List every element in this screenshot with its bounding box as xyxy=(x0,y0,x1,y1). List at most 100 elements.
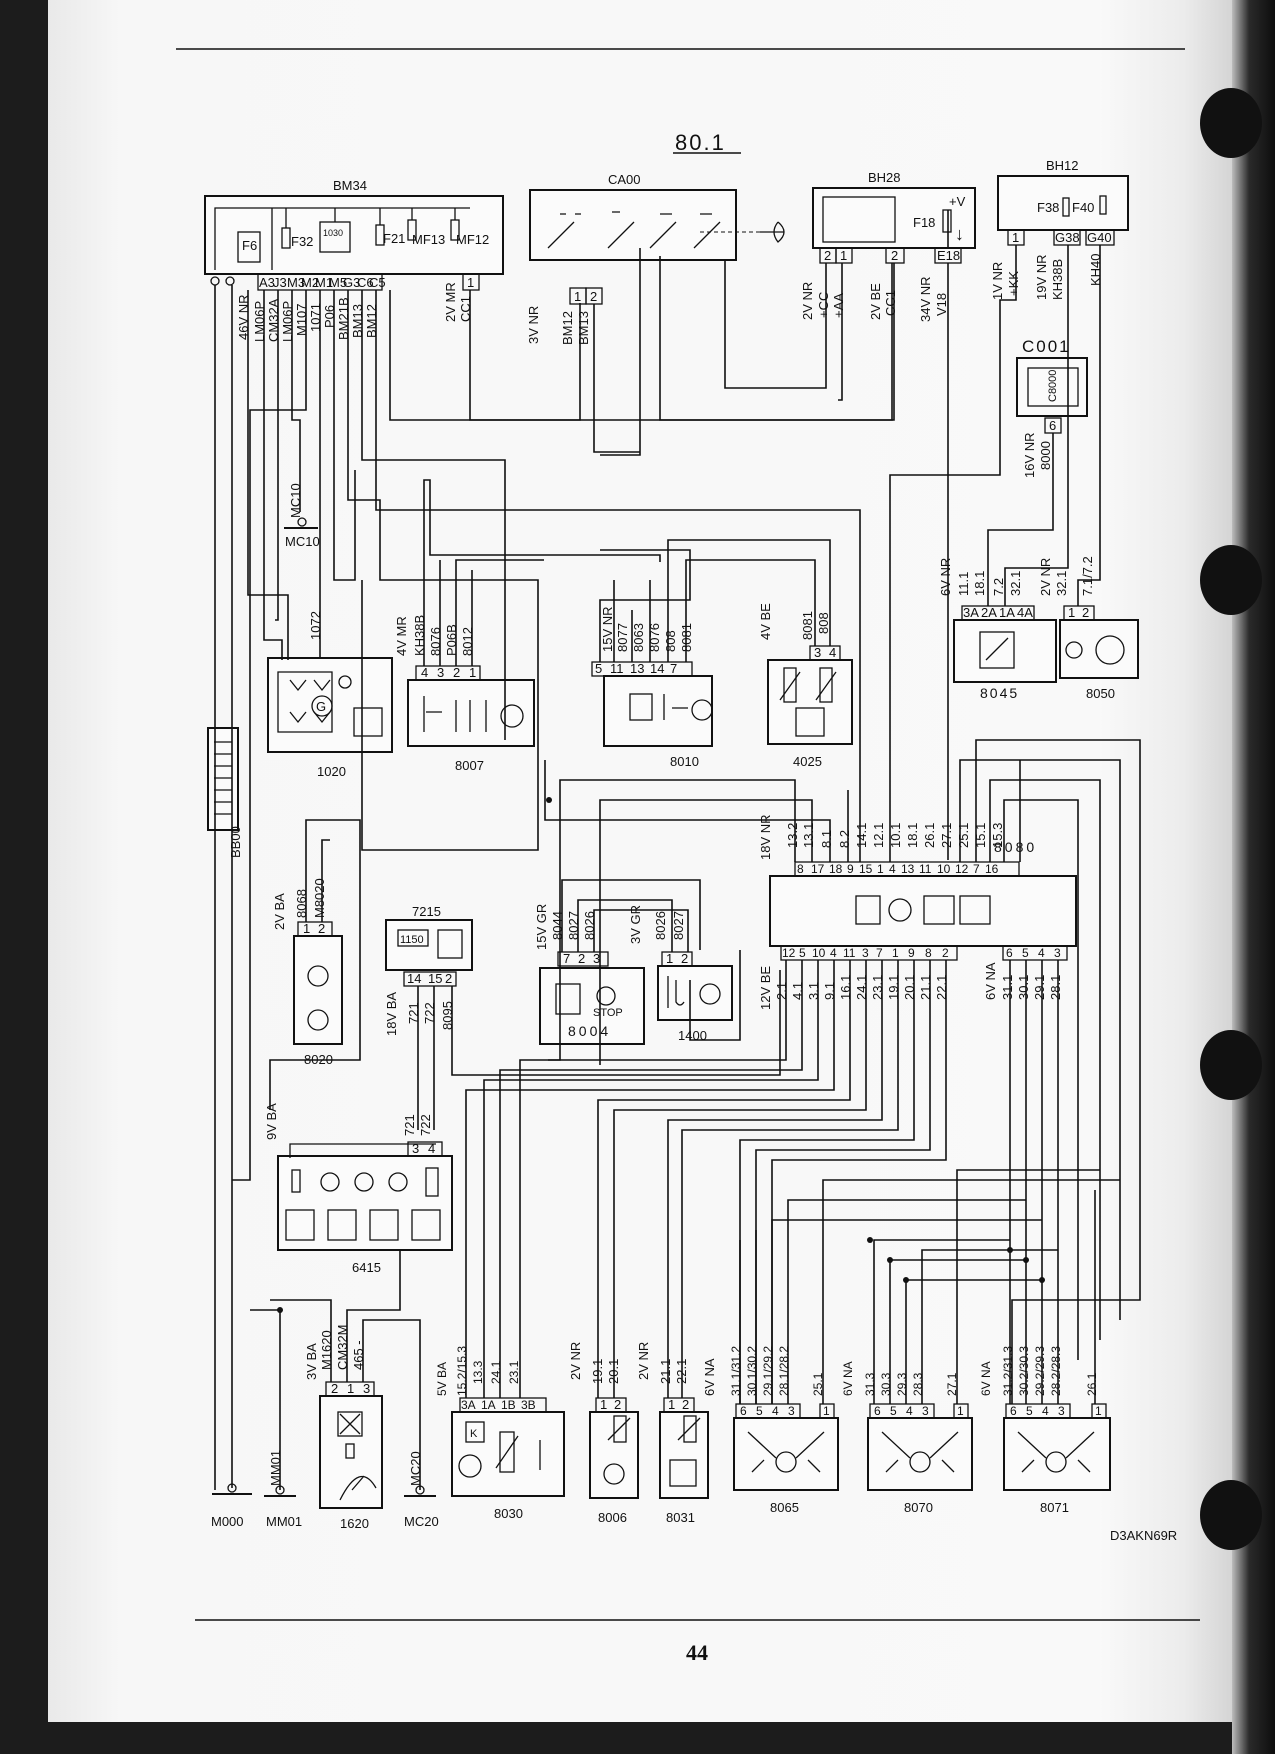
svg-text:29.1/29.2: 29.1/29.2 xyxy=(761,1346,775,1396)
svg-text:8063: 8063 xyxy=(631,623,646,652)
svg-text:6V NR: 6V NR xyxy=(938,558,953,596)
svg-text:1: 1 xyxy=(668,1397,675,1412)
svg-text:30.1: 30.1 xyxy=(1016,975,1031,1000)
svg-text:721: 721 xyxy=(402,1114,417,1136)
svg-text:13.3: 13.3 xyxy=(471,1360,485,1384)
svg-text:8070: 8070 xyxy=(904,1500,933,1515)
svg-text:18.1: 18.1 xyxy=(905,823,920,848)
svg-text:30.3: 30.3 xyxy=(879,1372,893,1396)
svg-text:11.1: 11.1 xyxy=(956,572,971,596)
svg-text:34V NR: 34V NR xyxy=(918,276,933,322)
svg-text:2: 2 xyxy=(681,951,688,966)
ground-mc20: MC20 MC20 xyxy=(404,1451,439,1529)
svg-text:F6: F6 xyxy=(242,238,257,253)
svg-text:6V NA: 6V NA xyxy=(979,1361,993,1396)
svg-text:2V BE: 2V BE xyxy=(868,283,883,320)
svg-text:CC1: CC1 xyxy=(883,290,898,316)
svg-text:MC10: MC10 xyxy=(285,534,320,549)
svg-text:1A: 1A xyxy=(999,605,1015,620)
svg-text:MF12: MF12 xyxy=(456,232,489,247)
svg-text:+AA: +AA xyxy=(831,293,846,318)
svg-text:24.1: 24.1 xyxy=(489,1360,503,1384)
svg-text:4: 4 xyxy=(829,645,836,660)
svg-text:G3: G3 xyxy=(343,275,360,290)
svg-text:8: 8 xyxy=(925,946,932,960)
svg-text:6V NA: 6V NA xyxy=(983,962,998,1000)
svg-text:4: 4 xyxy=(830,946,837,960)
svg-text:1: 1 xyxy=(823,1404,830,1418)
svg-text:2V BA: 2V BA xyxy=(272,893,287,930)
svg-text:+V: +V xyxy=(949,194,966,209)
svg-text:16: 16 xyxy=(985,862,999,876)
svg-text:2: 2 xyxy=(578,951,585,966)
svg-text:2: 2 xyxy=(1082,605,1089,620)
svg-text:25.1: 25.1 xyxy=(956,823,971,848)
svg-text:8031: 8031 xyxy=(666,1510,695,1525)
svg-text:722: 722 xyxy=(418,1114,433,1136)
svg-text:13: 13 xyxy=(901,862,915,876)
svg-text:1B: 1B xyxy=(501,1398,516,1412)
svg-text:1: 1 xyxy=(467,275,474,290)
svg-text:↓: ↓ xyxy=(955,224,964,244)
punch-hole xyxy=(1200,1480,1262,1550)
svg-text:6V NA: 6V NA xyxy=(702,1358,717,1396)
svg-text:2V NR: 2V NR xyxy=(568,1342,583,1380)
svg-text:2: 2 xyxy=(824,248,831,263)
svg-text:29.1: 29.1 xyxy=(1032,975,1047,1000)
svg-text:2: 2 xyxy=(331,1381,338,1396)
svg-text:19V NR: 19V NR xyxy=(1034,254,1049,300)
svg-text:V18: V18 xyxy=(934,293,949,316)
svg-text:8: 8 xyxy=(797,862,804,876)
svg-text:18V BA: 18V BA xyxy=(384,992,399,1036)
svg-text:808: 808 xyxy=(663,630,678,652)
junction-dots xyxy=(277,797,1045,1313)
component-8020: 1 2 2V BA 8068 M8020 8020 xyxy=(272,878,343,1067)
figure-reference: D3AKN69R xyxy=(1110,1528,1177,1543)
bm34-fusebox: BM34 F6 F32 1030 F21 MF13 MF12 A3 J3 M3 … xyxy=(204,178,504,291)
svg-text:26.1: 26.1 xyxy=(1085,1372,1099,1396)
svg-text:1020: 1020 xyxy=(317,764,346,779)
svg-text:M1: M1 xyxy=(315,275,333,290)
svg-text:G40: G40 xyxy=(1087,230,1112,245)
svg-text:8027: 8027 xyxy=(671,911,686,940)
svg-text:MM01: MM01 xyxy=(266,1514,302,1529)
svg-text:8077: 8077 xyxy=(615,623,630,652)
svg-text:3: 3 xyxy=(922,1404,929,1418)
svg-text:3: 3 xyxy=(412,1141,419,1156)
svg-text:G38: G38 xyxy=(1055,230,1080,245)
svg-text:15V NR: 15V NR xyxy=(600,606,615,652)
svg-text:28.1: 28.1 xyxy=(1048,975,1063,1000)
svg-text:5V BA: 5V BA xyxy=(435,1362,449,1396)
svg-text:32.1: 32.1 xyxy=(1008,571,1023,596)
svg-text:3: 3 xyxy=(862,946,869,960)
punch-hole xyxy=(1200,1030,1262,1100)
svg-text:1: 1 xyxy=(840,248,847,263)
svg-text:2V NR: 2V NR xyxy=(800,282,815,320)
svg-text:9V BA: 9V BA xyxy=(264,1103,279,1140)
svg-text:808: 808 xyxy=(816,612,831,634)
component-8031: 1 2 2V NR 21.1 22.1 6V NA 8031 xyxy=(636,1342,717,1525)
svg-text:13.1: 13.1 xyxy=(801,823,816,848)
svg-text:13.2: 13.2 xyxy=(785,823,800,848)
svg-text:28.1/28.2: 28.1/28.2 xyxy=(777,1346,791,1396)
svg-text:15: 15 xyxy=(859,862,873,876)
component-8007: 4 3 2 1 4V MR KH38B 8076 P06B 8012 8007 xyxy=(394,615,535,773)
svg-text:10: 10 xyxy=(812,946,826,960)
svg-text:12V BE: 12V BE xyxy=(758,966,773,1010)
svg-text:2: 2 xyxy=(590,289,597,304)
svg-text:12: 12 xyxy=(955,862,969,876)
svg-text:11: 11 xyxy=(843,946,856,960)
svg-text:15: 15 xyxy=(428,971,442,986)
svg-text:1: 1 xyxy=(1095,1404,1102,1418)
svg-text:BM13: BM13 xyxy=(576,311,591,345)
svg-text:3V NR: 3V NR xyxy=(526,306,541,344)
svg-text:8026: 8026 xyxy=(653,911,668,940)
svg-text:3: 3 xyxy=(363,1381,370,1396)
svg-text:18.1: 18.1 xyxy=(972,571,987,596)
svg-text:3V BA: 3V BA xyxy=(304,1343,319,1380)
component-8045: 3A 2A 1A 4A 6V NR 11.1 18.1 7.2 32.1 804… xyxy=(938,558,1057,701)
svg-text:3: 3 xyxy=(593,951,600,966)
svg-text:32.1: 32.1 xyxy=(1054,571,1069,596)
svg-text:1: 1 xyxy=(600,1397,607,1412)
